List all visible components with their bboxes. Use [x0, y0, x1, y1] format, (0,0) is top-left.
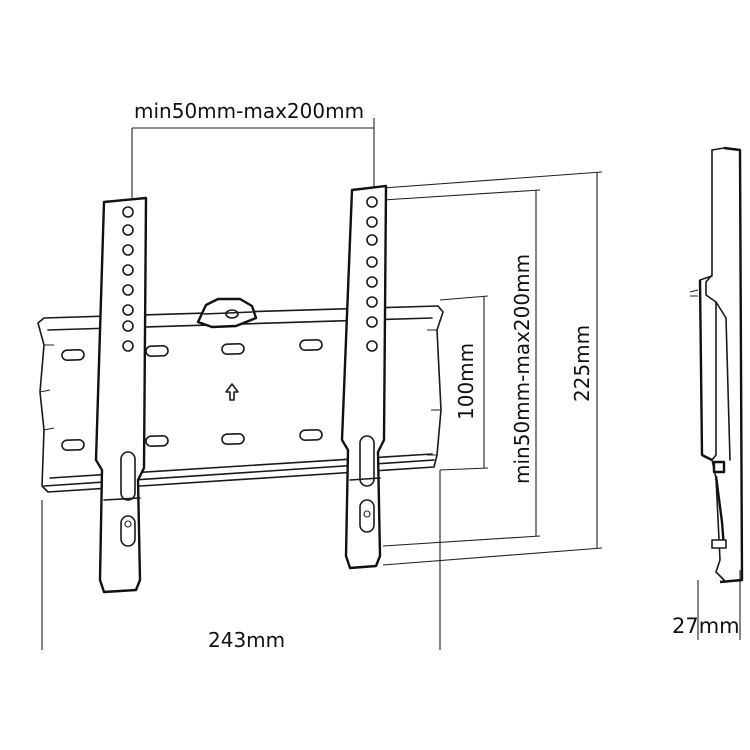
side-profile: [689, 146, 744, 584]
top-spacing-label: min50mm-max200mm: [134, 99, 365, 123]
left-arm: [94, 196, 148, 594]
height-225mm-label: 225mm: [570, 324, 594, 402]
vertical-spacing-label: min50mm-max200mm: [510, 253, 534, 484]
height-100mm-label: 100mm: [454, 342, 478, 420]
width-243mm-label: 243mm: [208, 628, 286, 652]
right-arm: [340, 184, 388, 570]
depth-27mm-label: 27mm: [672, 614, 740, 638]
dimension-lines: [41, 118, 741, 650]
spirit-level-icon: [196, 297, 258, 329]
up-arrow-icon: [225, 383, 239, 401]
